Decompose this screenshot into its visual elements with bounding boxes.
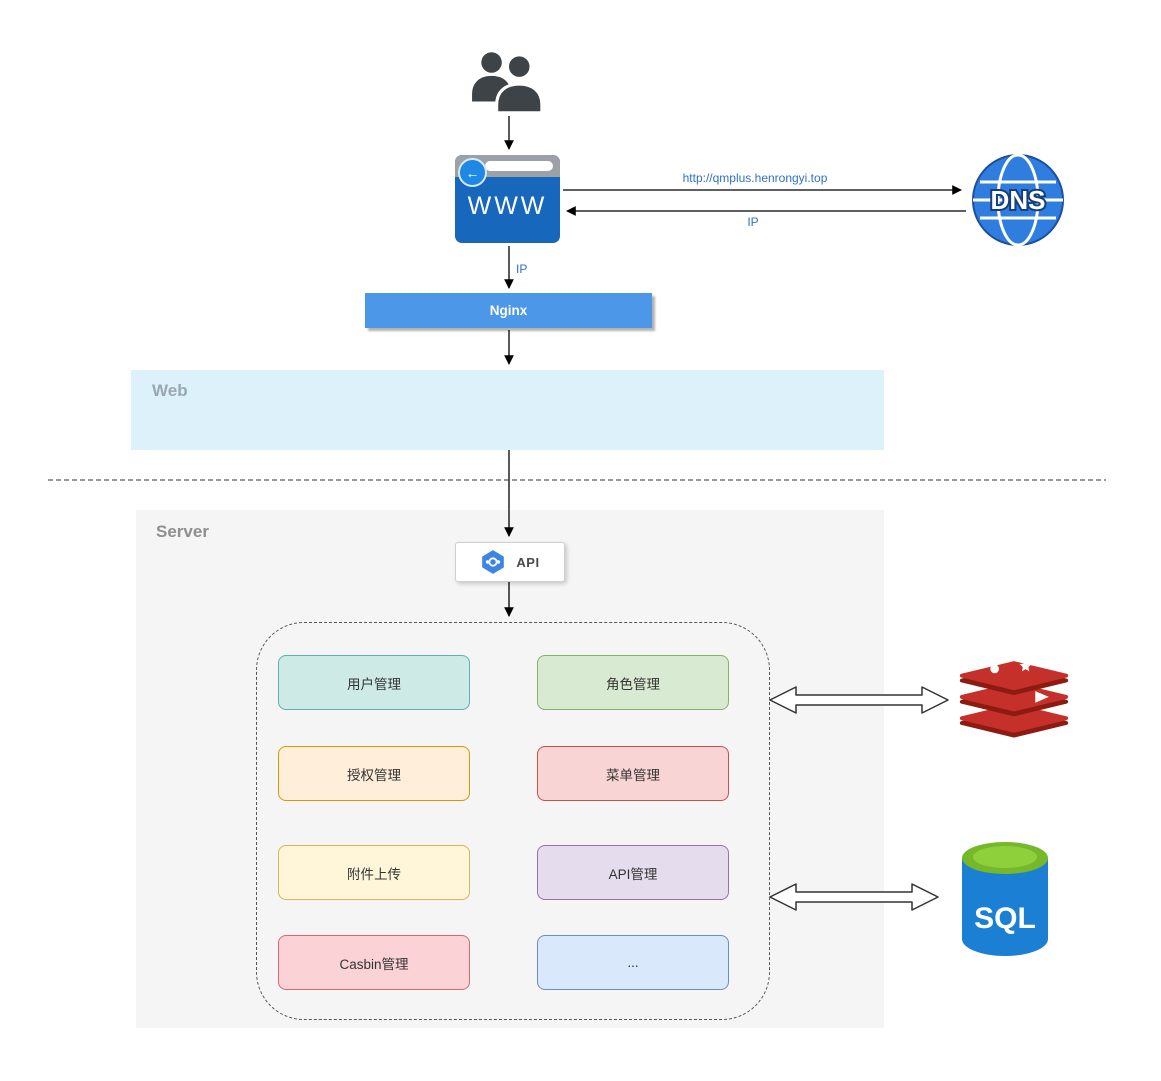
module-label: API管理 xyxy=(608,866,658,882)
module-box-role-management: 角色管理 xyxy=(537,655,729,710)
sql-label: SQL xyxy=(974,902,1036,935)
api-label: API xyxy=(516,554,540,570)
ip-down-label: IP xyxy=(516,262,528,276)
api-hexagon-icon xyxy=(482,550,505,574)
module-label: Casbin管理 xyxy=(339,956,409,972)
module-label: 授权管理 xyxy=(347,767,401,783)
browser-label: WWW xyxy=(467,192,548,220)
dns-label: DNS xyxy=(991,185,1046,215)
module-label: ... xyxy=(627,955,639,970)
sql-database-icon: SQL xyxy=(962,842,1048,956)
dns-globe-icon: DNS xyxy=(972,153,1064,247)
sql-cylinder-body xyxy=(962,858,1048,956)
module-box-casbin-management: Casbin管理 xyxy=(278,935,470,990)
module-label: 用户管理 xyxy=(347,676,401,692)
sql-cylinder-top-inner xyxy=(973,846,1037,868)
nginx-label: Nginx xyxy=(489,303,528,318)
redis-triangle-decoration xyxy=(1035,691,1049,703)
redis-star-decoration xyxy=(1019,659,1032,672)
server-region-label: Server xyxy=(156,522,209,541)
browser-address-bar xyxy=(485,161,553,171)
module-group-container: 用户管理 角色管理 授权管理 菜单管理 附件上传 API管理 Casbin管理 … xyxy=(256,622,770,1020)
api-box: API xyxy=(455,542,565,582)
redis-layers xyxy=(959,661,1069,738)
redis-stack-icon xyxy=(959,659,1069,738)
browser-window-icon: ← WWW xyxy=(455,155,560,243)
module-box-more: ... xyxy=(537,935,729,990)
ip-return-label: IP xyxy=(747,215,759,229)
module-box-auth-management: 授权管理 xyxy=(278,746,470,801)
module-label: 角色管理 xyxy=(606,676,660,692)
nginx-bar: Nginx xyxy=(365,293,652,328)
url-label: http://qmplus.henrongyi.top xyxy=(682,171,828,185)
web-region xyxy=(131,370,884,450)
globe-gridlines xyxy=(973,153,1063,247)
module-box-file-upload: 附件上传 xyxy=(278,845,470,900)
users-icon xyxy=(472,52,544,114)
module-box-api-management: API管理 xyxy=(537,845,729,900)
module-label: 菜单管理 xyxy=(606,767,660,783)
web-region-label: Web xyxy=(152,381,188,400)
back-arrow-icon: ← xyxy=(458,158,487,187)
module-label: 附件上传 xyxy=(347,866,401,882)
module-box-menu-management: 菜单管理 xyxy=(537,746,729,801)
redis-circle-decoration xyxy=(990,664,1000,674)
server-region xyxy=(136,510,884,1028)
module-box-user-management: 用户管理 xyxy=(278,655,470,710)
